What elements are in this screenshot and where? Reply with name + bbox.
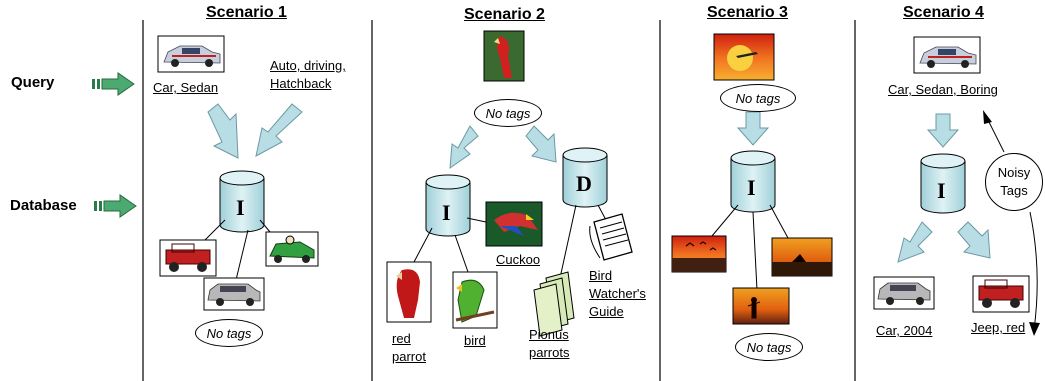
database-label: Database — [10, 197, 77, 214]
arrow-s4-down — [926, 113, 960, 148]
s1-car-tags: Car, Sedan — [153, 80, 219, 95]
s1-no-tags: No tags — [195, 319, 263, 347]
s4-car-tags: Car, Sedan, Boring — [888, 82, 998, 97]
noisy-tags-line1: Noisy — [997, 165, 1031, 180]
jeep-image — [159, 239, 217, 277]
scenario-4-header: Scenario 4 — [903, 4, 984, 21]
noisy-tags-bubble: Noisy Tags — [985, 153, 1043, 211]
s2-no-tags: No tags — [474, 99, 542, 127]
noisy-arrow-down — [1029, 211, 1038, 331]
arrow-s2-left — [449, 125, 479, 170]
cuckoo-label: Cuckoo — [496, 252, 541, 267]
noisy-tags-line2: Tags — [1000, 183, 1028, 198]
arrow-s4-right — [957, 221, 991, 259]
query-parrot-image — [483, 30, 525, 82]
cartoon-car-image — [265, 231, 319, 267]
car-2004-label: Car, 2004 — [876, 323, 933, 338]
scenario-2-header: Scenario 2 — [464, 6, 545, 23]
query-car-image — [157, 35, 225, 73]
guide-label-3: Guide — [589, 304, 624, 319]
index-database-s4 — [920, 153, 966, 214]
s1-tags-line1: Auto, driving, — [270, 58, 346, 73]
d-database-s2 — [562, 147, 608, 208]
guide-label-2: Watcher's — [589, 286, 646, 301]
red-parrot-label-2: parrot — [392, 349, 426, 364]
pionus-label-1: Pionus — [529, 327, 569, 342]
pionus-documents-image — [533, 271, 575, 337]
index-database-s3 — [730, 150, 776, 213]
arrow-s4-left — [897, 221, 933, 263]
query-car-image-s4 — [913, 36, 981, 74]
index-database-s2 — [425, 174, 471, 237]
database-arrow — [94, 194, 137, 218]
arrow-s2-right — [525, 125, 557, 163]
bird-guide-document-image — [589, 213, 633, 261]
guide-label-1: Bird — [589, 268, 613, 283]
index-database-s1 — [219, 170, 265, 233]
scenario-3-header: Scenario 3 — [707, 4, 788, 21]
noisy-arrow-up — [987, 119, 1005, 153]
suv-image-s4 — [873, 276, 935, 310]
suv-image — [203, 277, 265, 311]
db-letter-s4: I — [937, 178, 946, 203]
query-sunset-image — [713, 33, 775, 81]
sunset-birds-image — [671, 235, 727, 273]
pionus-label-2: parrots — [529, 345, 570, 360]
bird-label: bird — [464, 333, 486, 348]
s3-no-tags-bottom: No tags — [735, 333, 803, 361]
s3-no-tags-top: No tags — [720, 84, 796, 112]
jeep-image-s4 — [972, 275, 1030, 313]
s1-tags-line2: Hatchback — [270, 76, 332, 91]
db-letter-s2-index: I — [442, 200, 451, 225]
person-sunset-image — [732, 287, 790, 325]
jeep-red-label: Jeep, red — [971, 320, 1026, 335]
query-arrow-s1-right — [255, 103, 303, 157]
db-letter-s2-d: D — [576, 171, 592, 196]
query-label: Query — [11, 74, 55, 91]
db-letter-s3: I — [747, 175, 756, 200]
red-parrot-image — [386, 261, 432, 323]
green-bird-image — [452, 271, 498, 329]
arrow-s3-down — [736, 111, 770, 146]
sunset-boat-image — [771, 237, 833, 277]
scenario-1-header: Scenario 1 — [206, 4, 287, 21]
db-letter-s1: I — [236, 195, 245, 220]
cuckoo-image — [485, 201, 543, 247]
red-parrot-label-1: red — [392, 331, 411, 346]
query-arrow-s1-left — [207, 103, 239, 159]
query-arrow — [92, 72, 135, 96]
